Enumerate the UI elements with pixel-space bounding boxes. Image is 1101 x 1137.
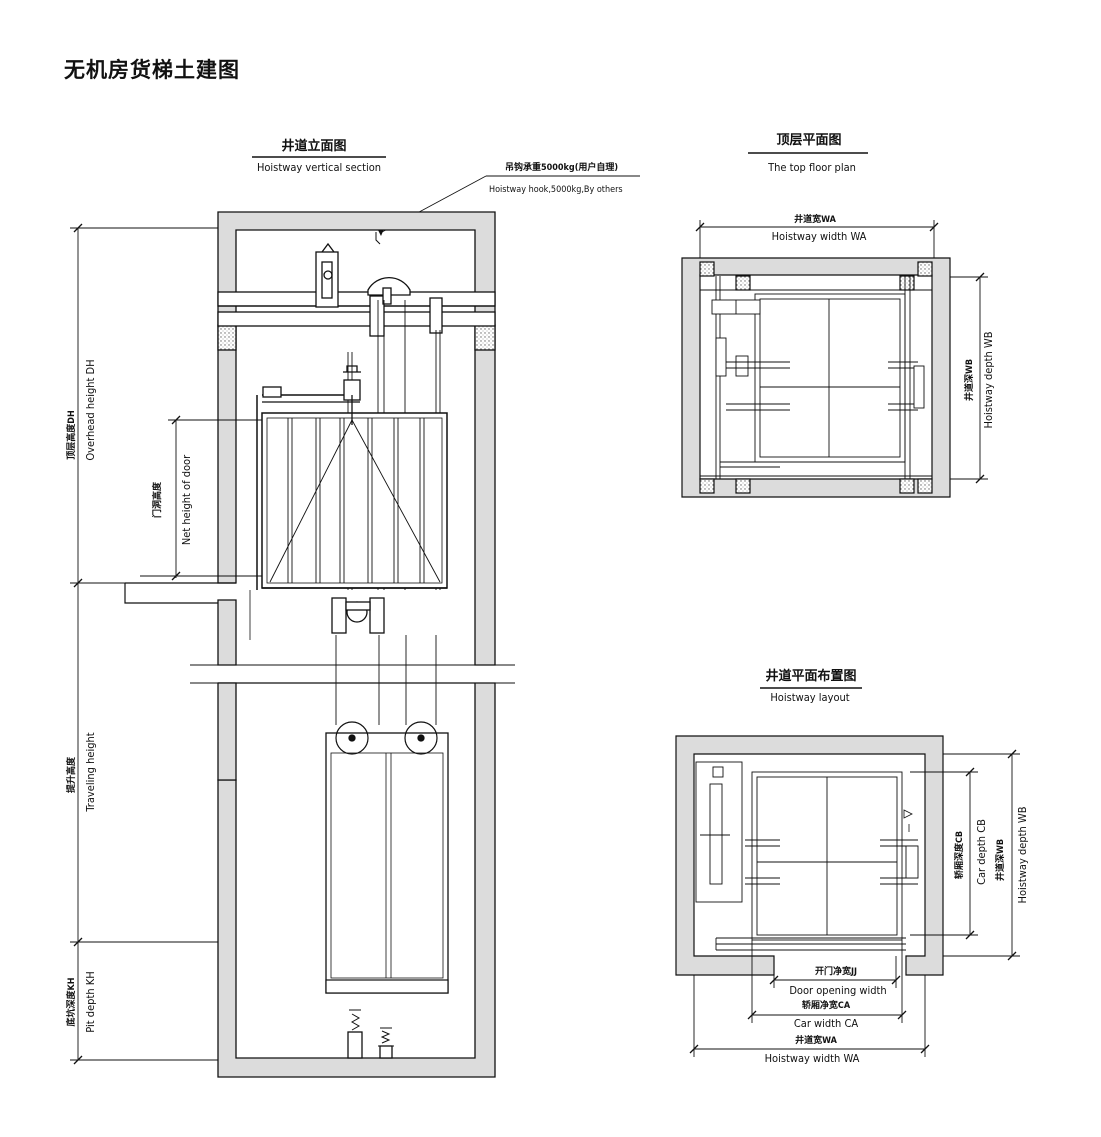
hw-width-label-zh: 井道宽WA [795, 1034, 838, 1046]
pit-depth-label-zh: 底坑深度KH [65, 977, 77, 1026]
top-floor-plan: 顶层平面图 The top floor plan 井道宽WA Hoistway … [681, 133, 995, 498]
car-width-label-en: Car width CA [794, 1017, 859, 1030]
layout-title-zh: 井道平面布置图 [765, 668, 856, 684]
door-width-label-en: Door opening width [789, 984, 886, 997]
top-depth-label-en: Hoistway depth WB [982, 331, 995, 428]
overhead-height-label-en: Overhead height DH [84, 359, 97, 460]
layout-structure [695, 761, 919, 951]
hook-label-en: Hoistway hook,5000kg,By others [489, 185, 623, 195]
vertical-section-title-en: Hoistway vertical section [257, 161, 381, 174]
hook-label-zh: 吊钩承重5000kg(用户自理) [505, 161, 618, 173]
vertical-dimensions [70, 223, 262, 1065]
travel-height-label-zh: 提升高度 [65, 756, 77, 793]
overhead-height-label-zh: 顶层高度DH [65, 410, 77, 460]
machine-beam [217, 242, 496, 337]
top-width-label-en: Hoistway width WA [772, 230, 867, 243]
hw-width-label-en: Hoistway width WA [765, 1052, 860, 1065]
car-width-label-zh: 轿厢净宽CA [802, 999, 851, 1011]
ropes-lower [335, 635, 437, 725]
layout-hw-depth-label-zh: 井道深WB [994, 839, 1006, 881]
layout-title-en: Hoistway layout [770, 691, 849, 704]
travel-height-label-en: Traveling height [84, 732, 97, 812]
pit-depth-label-en: Pit depth KH [84, 971, 97, 1032]
door-height-label-zh: 门洞高度 [151, 481, 163, 518]
layout-bottom-dimensions [689, 940, 930, 1057]
elevator-car [249, 365, 448, 640]
top-plan-title-zh: 顶层平面图 [776, 133, 841, 148]
hoistway-walls [217, 211, 496, 1078]
door-height-label-en: Net height of door [180, 454, 193, 545]
door-width-label-zh: 开门净宽JJ [815, 965, 857, 977]
hoistway-layout: 井道平面布置图 Hoistway layout [675, 668, 1029, 1065]
vertical-section-title-zh: 井道立面图 [281, 138, 346, 154]
vertical-section: 井道立面图 Hoistway vertical section 吊钩承重5000… [65, 138, 640, 1078]
layout-hw-depth-label-en: Hoistway depth WB [1016, 806, 1029, 903]
layout-car-depth-label-zh: 轿厢深度CB [953, 831, 965, 879]
landing-slab [124, 582, 236, 604]
page-title: 无机房货梯土建图 [64, 58, 240, 82]
top-width-label-zh: 井道宽WA [794, 213, 837, 225]
top-depth-label-zh: 井道深WB [963, 359, 975, 401]
layout-car-depth-label-en: Car depth CB [975, 819, 988, 885]
top-plan-structure [700, 276, 932, 479]
top-plan-title-en: The top floor plan [767, 161, 856, 174]
counterweight [325, 721, 449, 994]
pit-buffers [347, 1009, 394, 1059]
